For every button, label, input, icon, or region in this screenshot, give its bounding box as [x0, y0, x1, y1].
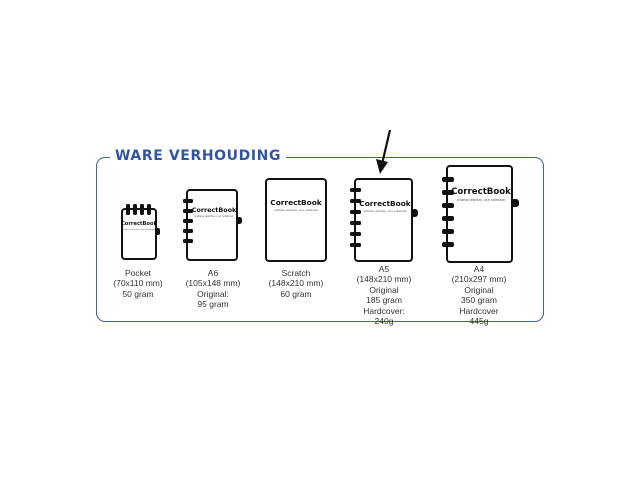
svg-text:CorrectBook: CorrectBook: [451, 187, 511, 197]
caption-a4: A4 (210x297 mm) Original 350 gram Hardco…: [451, 264, 507, 327]
svg-text:endless rewrites, one notebook: endless rewrites, one notebook: [194, 214, 234, 218]
caption-pocket: Pocket (70x110 mm) 50 gram: [113, 268, 163, 299]
svg-text:endless rewrites, one notebook: endless rewrites, one notebook: [363, 209, 407, 213]
svg-text:CorrectBook: CorrectBook: [270, 198, 323, 207]
svg-text:CorrectBook: CorrectBook: [192, 206, 237, 214]
svg-text:endless rewrites, one notebook: endless rewrites, one notebook: [274, 208, 318, 212]
section-title: WARE VERHOUDING: [110, 147, 287, 165]
brand-logo: CorrectBook: [121, 221, 158, 227]
caption-scratch: Scratch (148x210 mm) 60 gram: [268, 268, 324, 299]
notebook-a6: CorrectBook endless rewrites, one notebo…: [180, 187, 244, 261]
pointer-arrow-icon: [376, 129, 392, 174]
svg-text:endless rewrites, one notebook: endless rewrites, one notebook: [123, 228, 156, 231]
notebook-a4: CorrectBook endless rewrites, one notebo…: [438, 163, 524, 263]
comparison-frame: [96, 157, 544, 322]
svg-text:CorrectBook: CorrectBook: [359, 199, 412, 208]
svg-text:endless rewrites, one notebook: endless rewrites, one notebook: [457, 198, 506, 202]
notebook-a5: CorrectBook endless rewrites, one notebo…: [346, 176, 422, 262]
caption-a6: A6 (105x148 mm) Original: 95 gram: [185, 268, 241, 310]
caption-a5: A5 (148x210 mm) Original 185 gram Hardco…: [356, 264, 412, 327]
notebook-pocket: CorrectBook endless rewrites, one notebo…: [118, 202, 162, 260]
notebook-scratch: CorrectBook endless rewrites, one notebo…: [262, 176, 332, 262]
